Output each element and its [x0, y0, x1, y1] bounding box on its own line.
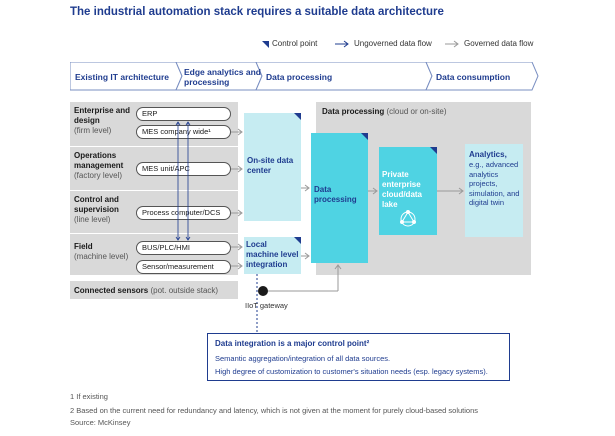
divider — [70, 233, 238, 234]
data-processing-label: Data processing — [314, 185, 357, 204]
level-enterprise: Enterprise and design(firm level) — [74, 106, 131, 135]
vertical-flow-arrows — [175, 121, 191, 241]
data-integration-callout: Data integration is a major control poin… — [207, 333, 510, 381]
analytics-body: e.g., advanced analytics projects, simul… — [469, 160, 520, 207]
level-connected-sensors: Connected sensors (pot. outside stack) — [74, 286, 219, 295]
local-machine-box: Local machine level integration — [244, 237, 301, 274]
stage-edge-analytics: Edge analytics and processing — [184, 67, 261, 87]
level-field: Field(machine level) — [74, 242, 129, 261]
legend-ungoverned: Ungoverned data flow — [354, 39, 432, 48]
connected-sensors-panel — [70, 281, 238, 299]
data-processing-box: Data processing — [311, 133, 368, 263]
local-machine-label: Local machine level integration — [246, 240, 299, 269]
footnote-2: 2 Based on the current need for redundan… — [70, 406, 479, 415]
iiot-gateway-label: IIoT gateway — [245, 301, 288, 310]
stage-chevron-bar — [70, 62, 539, 91]
cloud-panel-title: Data processing (cloud or on-site) — [322, 107, 447, 116]
level-control: Control and supervision(line level) — [74, 195, 119, 224]
callout-line-2: High degree of customization to customer… — [215, 367, 488, 376]
control-point-icon — [361, 133, 368, 140]
source-note: Source: McKinsey — [70, 418, 131, 427]
divider — [70, 146, 238, 147]
stage-data-consumption: Data consumption — [436, 72, 511, 82]
governed-arrow-icon — [445, 40, 459, 48]
onsite-data-center-box: On-site data center — [244, 113, 301, 221]
erp-pill: ERP — [136, 107, 231, 121]
control-point-icon — [294, 237, 301, 244]
legend: Control point Ungoverned data flow Gover… — [262, 38, 542, 52]
ungoverned-arrow-icon — [335, 40, 349, 48]
iiot-gateway-icon — [258, 286, 268, 296]
stage-existing-it: Existing IT architecture — [75, 72, 169, 82]
level-operations: Operations management(factory level) — [74, 151, 124, 180]
control-point-icon — [430, 147, 437, 154]
page-title: The industrial automation stack requires… — [70, 6, 444, 18]
stage-chevron-4 — [425, 62, 539, 91]
divider — [70, 190, 238, 191]
callout-line-1: Semantic aggregation/integration of all … — [215, 354, 391, 363]
legend-control-point: Control point — [272, 39, 318, 48]
mes-company-pill: MES company wide¹ — [136, 125, 231, 139]
onsite-label: On-site data center — [247, 156, 294, 175]
bus-plc-pill: BUS/PLC/HMI — [136, 241, 231, 255]
footnote-1: 1 If existing — [70, 392, 108, 401]
analytics-title: Analytics, — [469, 150, 507, 159]
network-icon — [400, 210, 416, 227]
control-point-icon — [262, 41, 269, 48]
process-computer-pill: Process computer/DCS — [136, 206, 231, 220]
legend-governed: Governed data flow — [464, 39, 534, 48]
private-cloud-label: Private enterprise cloud/data lake — [382, 170, 423, 209]
private-cloud-box: Private enterprise cloud/data lake — [379, 147, 437, 235]
analytics-box: Analytics, e.g., advanced analytics proj… — [465, 144, 523, 237]
control-point-icon — [294, 113, 301, 120]
callout-title: Data integration is a major control poin… — [215, 339, 370, 348]
stage-data-processing: Data processing — [266, 72, 333, 82]
mes-unit-pill: MES unit/APC — [136, 162, 231, 176]
sensor-pill: Sensor/measurement — [136, 260, 231, 274]
